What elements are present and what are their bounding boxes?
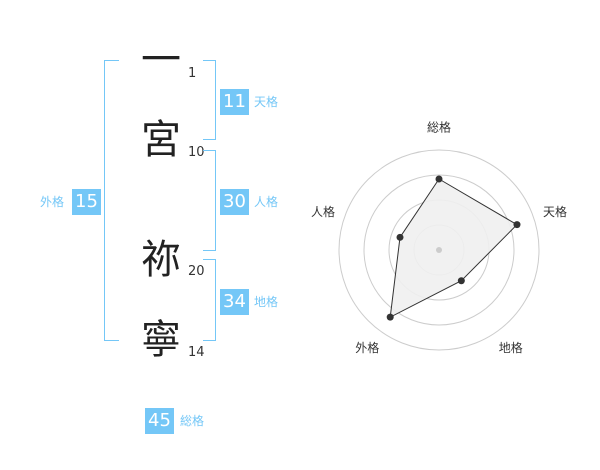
stroke-count-2: 10 — [188, 145, 205, 160]
radar-ring-3 — [363, 174, 515, 326]
radar-series-polygon — [389, 178, 518, 319]
jinkaku-bracket — [203, 150, 216, 251]
name-char-4: 寧 — [141, 317, 181, 363]
jinkaku-value-badge: 30 — [220, 189, 249, 215]
gaikaku-bracket — [104, 60, 119, 341]
soukaku-value-badge: 45 — [145, 408, 174, 434]
soukaku-label: 総格 — [180, 414, 205, 428]
chikaku-label: 地格 — [254, 295, 279, 309]
radar-point-2 — [513, 221, 521, 229]
chikaku-value-badge: 34 — [220, 289, 249, 315]
radar-ring-4 — [338, 149, 540, 351]
jinkaku-label: 人格 — [254, 195, 279, 209]
name-char-2: 宮 — [141, 117, 181, 163]
radar-point-4 — [386, 313, 394, 321]
tenkaku-label: 天格 — [254, 95, 279, 109]
radar-point-5 — [396, 233, 404, 241]
tenkaku-value-badge: 11 — [220, 89, 249, 115]
radar-axis-label-5: 人格 — [311, 204, 335, 219]
radar-center-dot — [436, 247, 442, 253]
stroke-count-4: 14 — [188, 345, 205, 360]
stroke-count-1: 1 — [188, 66, 197, 81]
radar-axis-label-4: 外格 — [355, 340, 379, 355]
radar-axis-label-2: 天格 — [543, 204, 567, 219]
gaikaku-label: 外格 — [40, 195, 65, 209]
tenkaku-bracket — [203, 60, 216, 140]
stroke-count-3: 20 — [188, 264, 205, 279]
name-char-1: 一 — [141, 37, 181, 83]
radar-axis-label-1: 総格 — [427, 120, 451, 135]
chikaku-bracket — [203, 259, 216, 341]
radar-point-3 — [457, 277, 465, 285]
radar-axis-label-3: 地格 — [499, 340, 523, 355]
radar-point-1 — [435, 175, 443, 183]
name-char-3: 祢 — [141, 237, 181, 283]
gaikaku-value-badge: 15 — [72, 189, 101, 215]
